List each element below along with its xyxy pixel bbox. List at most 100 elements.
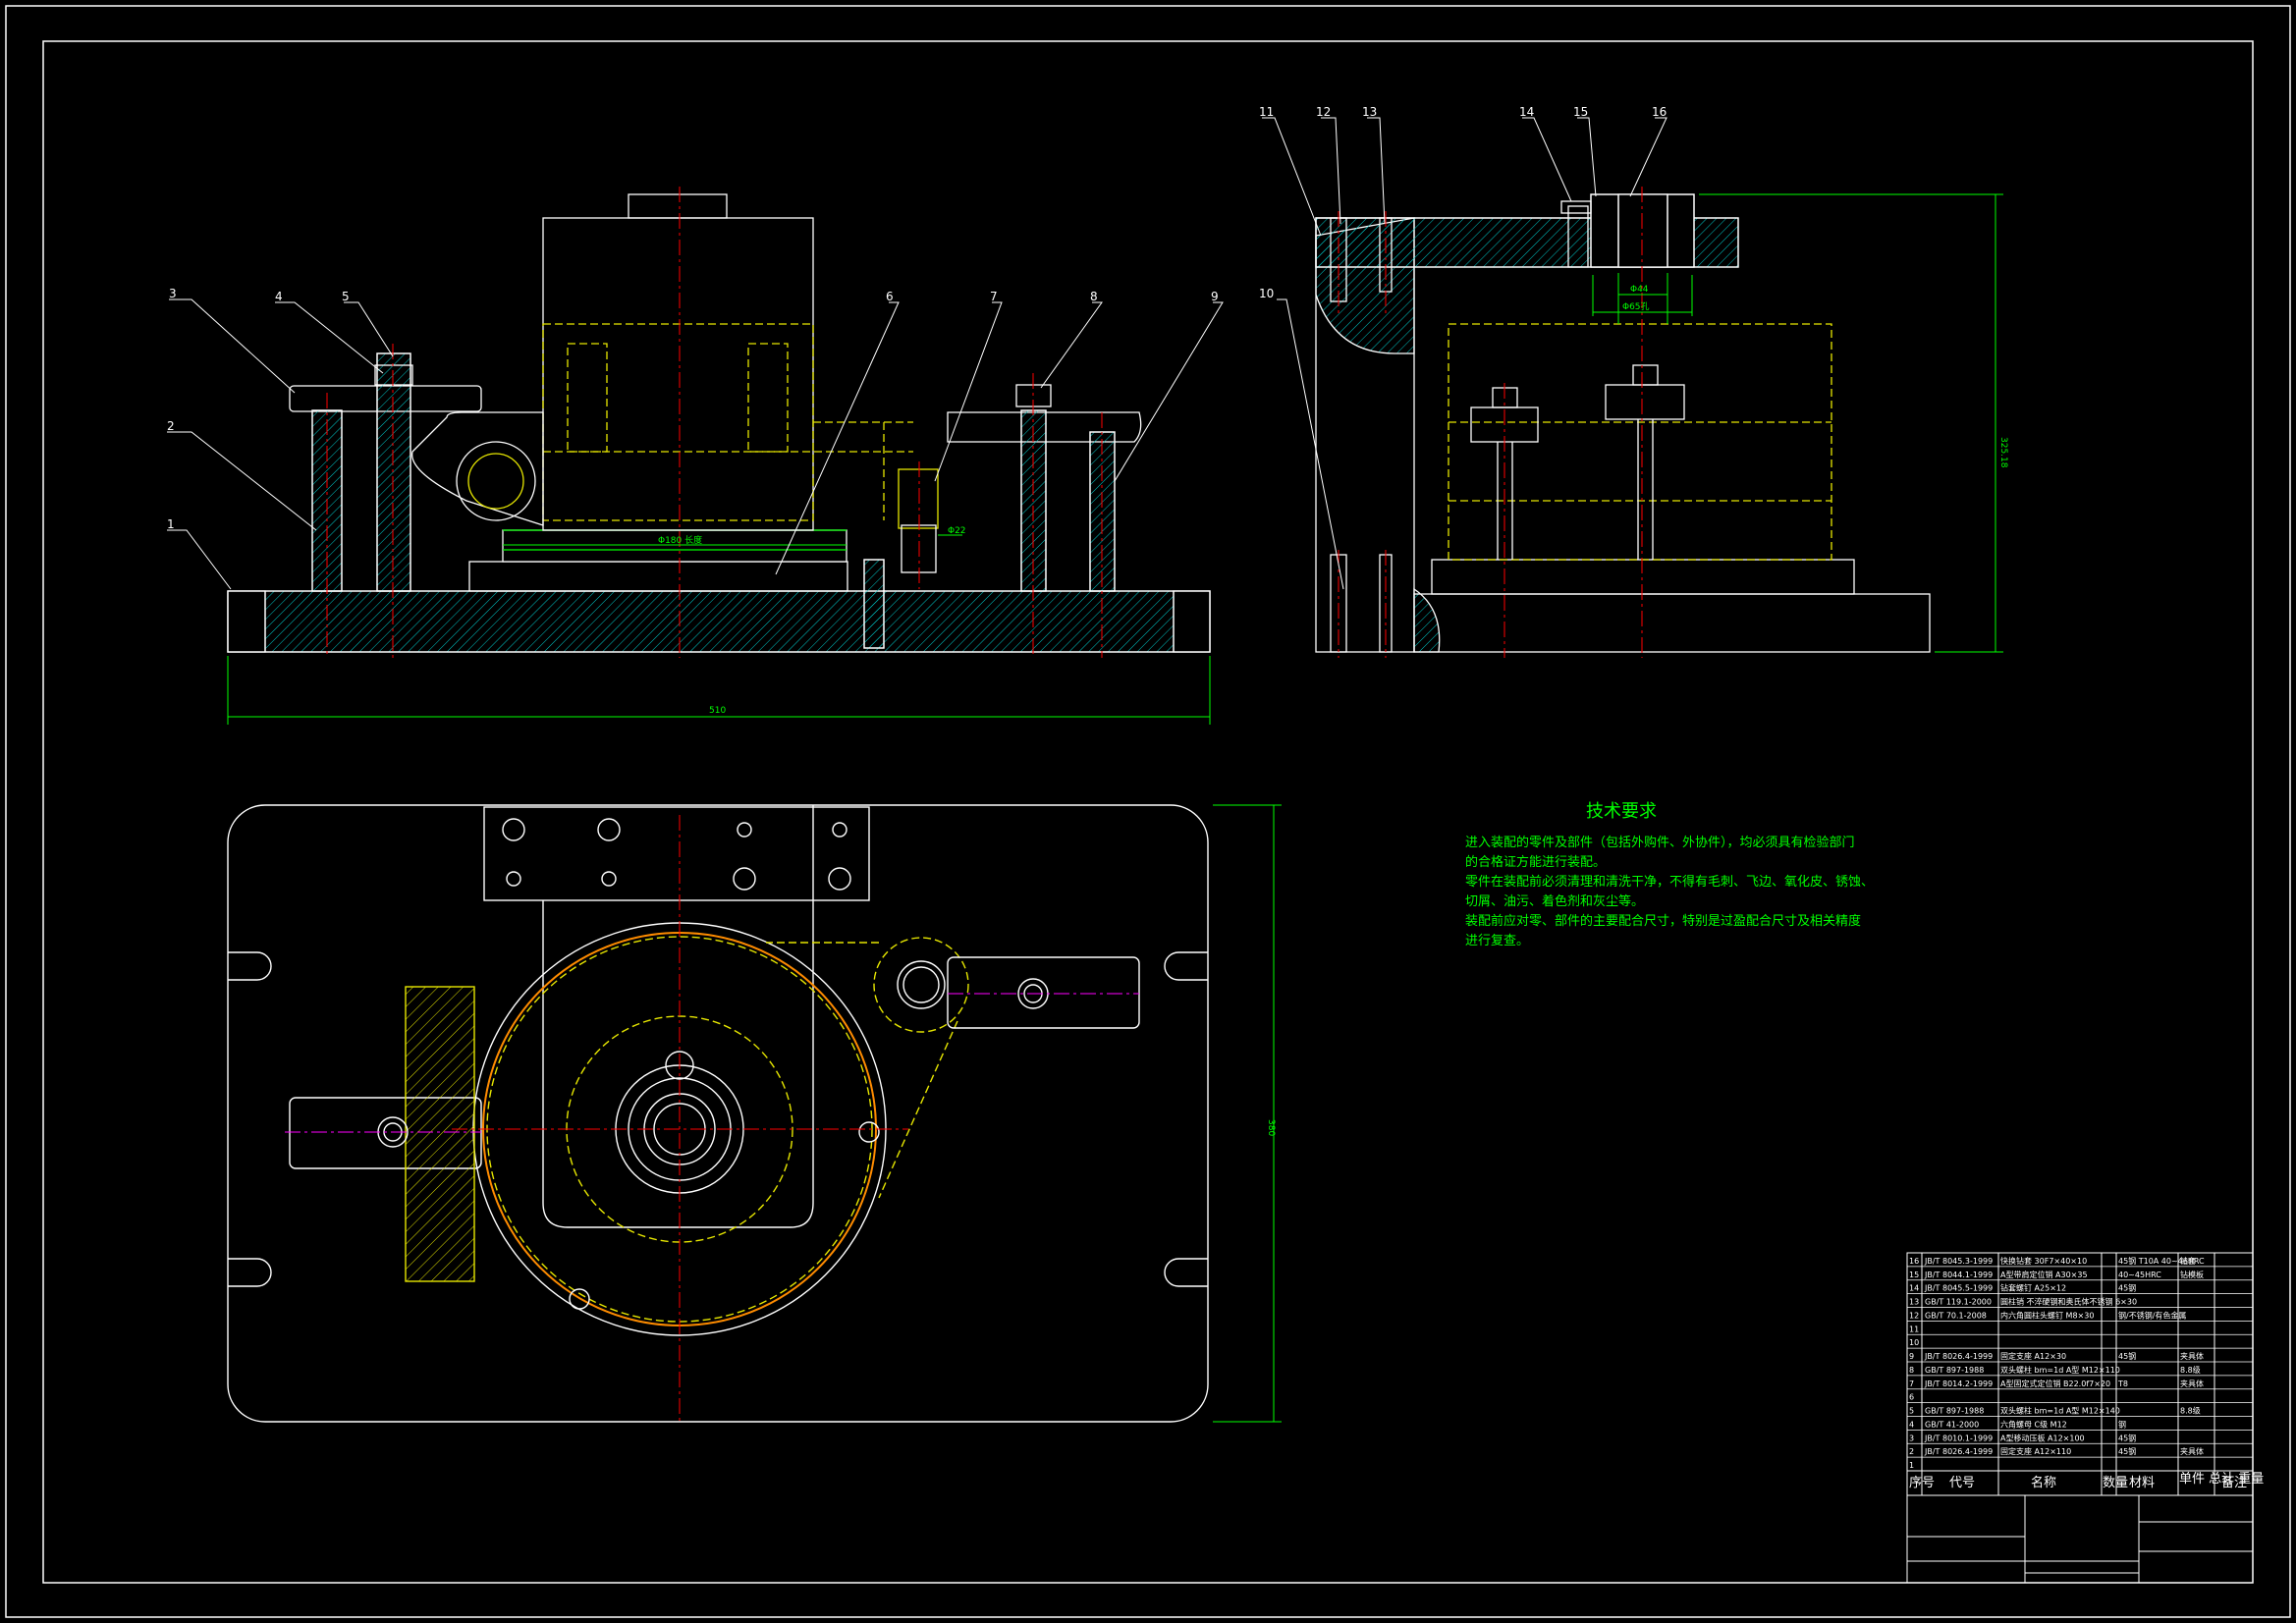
bom-cell: 7	[1909, 1380, 1914, 1388]
bom-cell: 15	[1909, 1271, 1919, 1279]
bom-header-qty: 数量	[2103, 1476, 2128, 1490]
bom-cell: 45钢	[2118, 1351, 2136, 1361]
bom-cell: GB/T 70.1-2008	[1925, 1311, 1987, 1320]
bom-cell: T8	[2117, 1380, 2128, 1388]
balloon-13: 13	[1362, 105, 1377, 119]
outer-frame	[5, 5, 2291, 1618]
bom-cell: 4	[1909, 1420, 1914, 1429]
bom-cell: 夹具体	[2180, 1446, 2204, 1456]
bom-header-code: 代号	[1949, 1476, 1975, 1490]
bom-cell: 固定支座 A12×30	[2000, 1351, 2066, 1361]
bom-cell: 45钢 T10A 40~46HRC	[2118, 1256, 2205, 1266]
bom-cell: 8	[1909, 1366, 1914, 1375]
bom-cell: 六角螺母 C级 M12	[2000, 1419, 2067, 1429]
bom-cell: GB/T 897-1988	[1925, 1366, 1984, 1375]
bom-cell: 16	[1909, 1257, 1919, 1266]
bom-cell: JB/T 8044.1-1999	[1924, 1271, 1993, 1279]
base-plate	[227, 590, 1211, 653]
bom-cell: 3	[1909, 1434, 1914, 1442]
bom-cell: JB/T 8010.1-1999	[1924, 1434, 1993, 1442]
bom-cell: 钢	[2118, 1419, 2126, 1429]
bom-cell: 9	[1909, 1352, 1914, 1361]
bom-header-material: 材料	[2129, 1476, 2155, 1490]
balloon-7: 7	[990, 290, 998, 303]
bom-header-weight: 单件 总计 重量	[2179, 1471, 2264, 1487]
tech-req-line-2: 的合格证方能进行装配。	[1465, 854, 1606, 870]
tech-req-line-6: 进行复查。	[1465, 934, 1529, 948]
balloon-16: 16	[1652, 105, 1667, 119]
bom-cell: 45钢	[2118, 1446, 2136, 1456]
balloon-11: 11	[1259, 105, 1274, 119]
dim-bore-dia: Φ44	[1630, 285, 1649, 295]
bom-cell: A型固定式定位销 B22.0f7×20	[2000, 1379, 2110, 1388]
bom-cell: JB/T 8026.4-1999	[1924, 1352, 1993, 1361]
plan-base-outline	[227, 804, 1209, 1423]
bom-cell: 11	[1909, 1325, 1919, 1333]
inner-frame	[42, 40, 2254, 1584]
bom-cell: 快换钻套 30F7×40×10	[2000, 1256, 2087, 1266]
workpiece-body	[542, 217, 814, 531]
tech-req-title: 技术要求	[1586, 801, 1657, 822]
balloon-6: 6	[886, 290, 894, 303]
balloon-3: 3	[169, 287, 177, 300]
bom-cell: GB/T 41-2000	[1925, 1420, 1979, 1429]
balloon-14: 14	[1519, 105, 1534, 119]
bom-cell: 双头螺柱 bm=1d A型 M12×140	[2000, 1406, 2120, 1416]
dim-side-height: 325.18	[1998, 437, 2008, 468]
bom-cell: 夹具体	[2180, 1379, 2204, 1388]
bom-cell: 钢/不锈钢/有色金属	[2118, 1310, 2186, 1320]
bom-cell: A型移动压板 A12×100	[2000, 1433, 2085, 1442]
bom-cell: 45钢	[2118, 1283, 2136, 1293]
balloon-12: 12	[1316, 105, 1331, 119]
bom-cell: JB/T 8045.3-1999	[1924, 1257, 1993, 1266]
front-view	[227, 187, 1211, 725]
balloon-4: 4	[275, 290, 283, 303]
bom-cell: 双头螺柱 bm=1d A型 M12×110	[2000, 1365, 2120, 1375]
bom-header-remark: 备注	[2221, 1475, 2247, 1490]
bom-cell: 钻模板	[2180, 1270, 2204, 1279]
bom-cell: 2	[1909, 1447, 1914, 1456]
dim-base-width: Φ180 长度	[658, 534, 702, 546]
tech-req-line-4: 切屑、油污、着色剂和灰尘等。	[1465, 893, 1644, 909]
dim-overall-length: 510	[709, 706, 726, 716]
bom-cell: 8.8级	[2180, 1406, 2201, 1416]
balloon-15: 15	[1573, 105, 1588, 119]
bom-header-name: 名称	[2031, 1475, 2056, 1490]
dim-pin-dia: Φ22	[948, 526, 966, 536]
balloon-10: 10	[1259, 287, 1274, 300]
bom-cell: 固定支座 A12×110	[2000, 1446, 2071, 1456]
side-view	[1315, 187, 2003, 658]
bom-header-no: 序号	[1909, 1476, 1935, 1490]
bom-cell: 夹具体	[2180, 1351, 2204, 1361]
bom-cell: A型带肩定位销 A30×35	[2000, 1270, 2088, 1279]
bom-cell: 45钢	[2118, 1433, 2136, 1442]
bom-cell: 钻套螺钉 A25×12	[2000, 1283, 2066, 1293]
balloon-5: 5	[342, 290, 350, 303]
tech-req-line-5: 装配前应对零、部件的主要配合尺寸，特别是过盈配合尺寸及相关精度	[1465, 913, 1861, 929]
bom-cell: 5	[1909, 1407, 1914, 1416]
balloon-1: 1	[167, 517, 175, 531]
bom-cell: 钻套	[2180, 1256, 2196, 1266]
bom-cell: 10	[1909, 1338, 1919, 1347]
bom-cell: JB/T 8026.4-1999	[1924, 1447, 1993, 1456]
bom-cell: 1	[1909, 1461, 1914, 1470]
balloon-2: 2	[167, 419, 175, 433]
balloon-8: 8	[1090, 290, 1098, 303]
bom-cell: 12	[1909, 1311, 1919, 1320]
bom-cell: JB/T 8045.5-1999	[1924, 1284, 1993, 1293]
tech-req-line-1: 进入装配的零件及部件（包括外购件、外协件），均必须具有检验部门	[1465, 835, 1855, 850]
bom-cell: 圆柱销 不淬硬钢和奥氏体不锈钢 6×30	[2000, 1297, 2137, 1307]
dim-plan-height: 380	[1266, 1119, 1276, 1136]
bom-cell: 6	[1909, 1393, 1914, 1402]
balloon-9: 9	[1211, 290, 1219, 303]
dim-bore-outer: Φ65孔	[1622, 301, 1650, 312]
bom-cell: 内六角圆柱头螺钉 M8×30	[2000, 1310, 2094, 1320]
bom-cell: GB/T 897-1988	[1925, 1407, 1984, 1416]
bom-cell: 40~45HRC	[2118, 1271, 2161, 1279]
bom-cell: 14	[1909, 1284, 1919, 1293]
tech-req-line-3: 零件在装配前必须清理和清洗干净，不得有毛刺、飞边、氧化皮、锈蚀、	[1465, 874, 1874, 890]
bom-cell: 13	[1909, 1298, 1919, 1307]
plan-view	[227, 804, 1282, 1424]
